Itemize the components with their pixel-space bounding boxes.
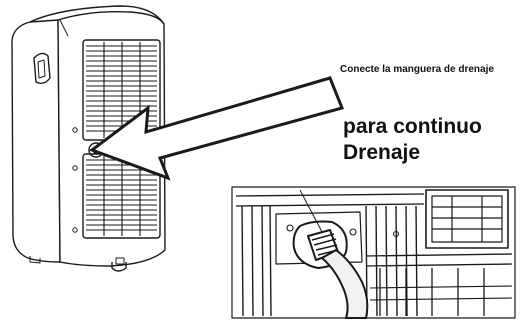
caption-continuous-drain: para continuo Drenaje [343,115,482,164]
portable-air-conditioner-icon [11,5,166,272]
grille-fin [405,205,408,317]
caption-drain-hose-small: Conecte la manguera de drenaje [340,64,494,75]
grille-fin [395,205,398,317]
grille-fin [415,205,418,317]
drain-hose-connection-icon [231,186,516,319]
grille-fin [375,205,378,317]
grille-fin [261,205,264,317]
grille-fin [251,205,254,317]
arrow-icon [88,76,345,181]
grille-fin [241,205,244,317]
grille-fin [385,205,388,317]
grille-fin [269,205,272,317]
